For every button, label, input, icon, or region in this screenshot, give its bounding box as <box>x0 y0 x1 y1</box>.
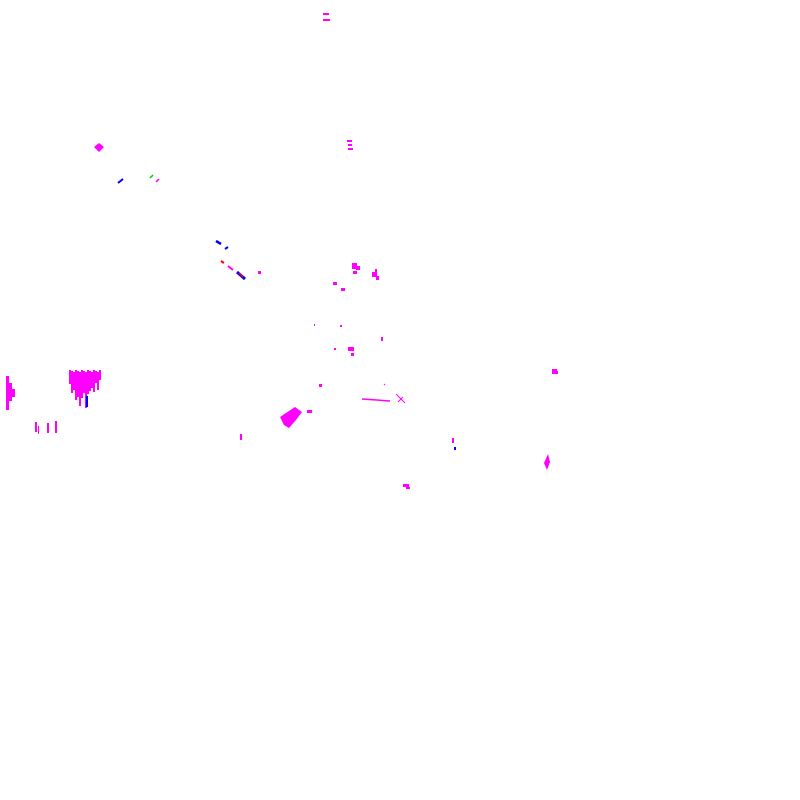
color-fragment <box>454 447 456 450</box>
color-fragment <box>376 276 379 280</box>
color-fragment <box>240 434 242 440</box>
color-fragment <box>47 423 49 433</box>
color-fragment <box>220 260 225 264</box>
bar-fragment <box>6 376 9 410</box>
bar-fragment <box>89 371 91 391</box>
color-fragment <box>352 263 357 269</box>
color-fragment <box>403 484 409 487</box>
color-fragment <box>372 272 377 277</box>
bar-fragment <box>81 370 83 398</box>
bar-fragment <box>95 371 97 383</box>
color-fragment <box>155 178 160 183</box>
color-fragment <box>351 353 354 356</box>
bar-fragment <box>71 371 73 393</box>
color-fragment <box>554 371 558 374</box>
color-fragment <box>117 178 124 184</box>
color-fragment <box>334 348 336 350</box>
bar-fragment <box>87 370 89 394</box>
bar-fragment <box>93 370 95 392</box>
bar-fragment <box>83 371 85 393</box>
color-fragment <box>348 148 353 150</box>
color-fragment <box>356 266 360 270</box>
bar-fragment <box>85 372 87 408</box>
color-fragment <box>341 288 345 291</box>
bar-fragment <box>91 372 93 388</box>
color-fragment <box>347 140 352 142</box>
color-fragment <box>307 410 312 413</box>
color-fragment <box>149 174 154 179</box>
color-fragment <box>35 422 37 432</box>
color-fragment <box>395 393 406 404</box>
color-fragment <box>375 269 377 273</box>
bar-fragment <box>69 370 71 384</box>
bar-fragment <box>79 372 81 406</box>
color-fragment <box>348 144 352 146</box>
color-fragment <box>258 271 261 274</box>
color-fragment <box>38 426 39 434</box>
bar-fragment <box>9 383 12 401</box>
color-fragment <box>319 384 322 387</box>
bar-fragment <box>77 371 79 397</box>
color-fragment <box>348 347 354 351</box>
blob-fragment <box>280 407 302 428</box>
color-fragment <box>333 282 337 285</box>
diamond-fragment <box>94 143 104 152</box>
bar-fragment <box>73 372 75 390</box>
color-fragment <box>215 239 222 246</box>
color-fragment <box>353 271 357 274</box>
blob-fragment <box>544 454 550 470</box>
bar-fragment <box>86 396 88 407</box>
color-fragment <box>340 325 342 327</box>
color-fragment <box>381 337 383 341</box>
bar-fragment <box>75 370 77 400</box>
color-fragment <box>323 19 330 21</box>
color-fragment <box>314 324 315 326</box>
bar-fragment <box>99 370 101 380</box>
color-fragment <box>361 398 391 402</box>
bar-fragment <box>97 372 99 390</box>
color-fragment <box>397 396 404 403</box>
color-fragment <box>383 383 386 386</box>
color-fragment <box>406 487 410 489</box>
bar-fragment <box>12 389 15 397</box>
color-fragment <box>323 13 329 15</box>
color-fragment <box>224 246 229 250</box>
color-fragment <box>227 265 234 271</box>
color-fragment <box>55 421 57 433</box>
color-fragment <box>238 272 244 278</box>
color-fragment <box>452 438 454 443</box>
